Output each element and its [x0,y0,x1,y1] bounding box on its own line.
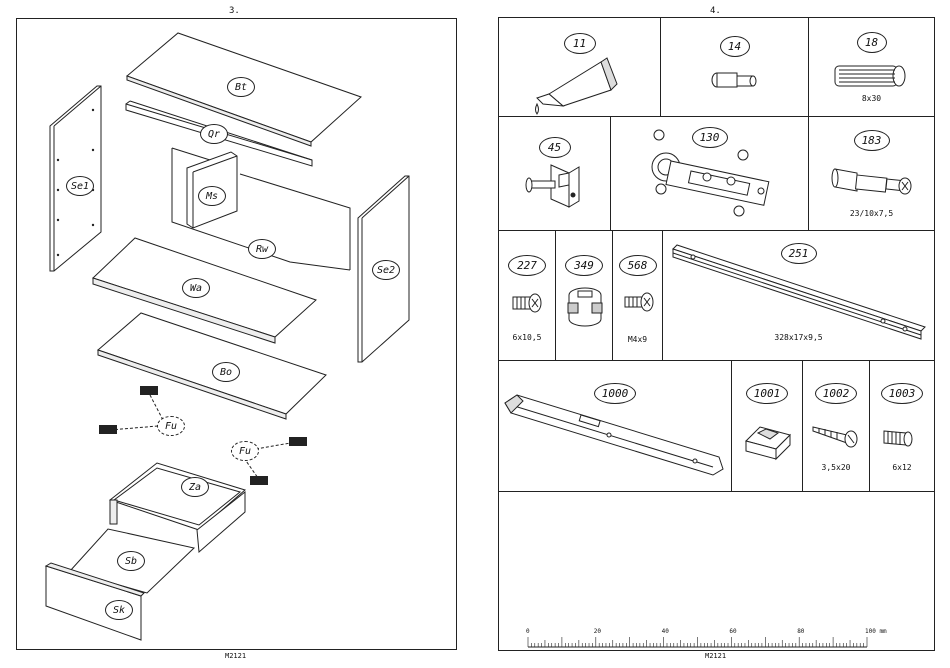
part-label-ms: Ms [198,186,226,206]
part-label-se2: Se2 [372,260,400,280]
hardware-cell-1000: 1000 [498,360,732,492]
part-label-qr: Qr [200,124,228,144]
part-label-se1: Se1 [66,176,94,196]
plug-icon [870,361,936,493]
hardware-size-568: M4x9 [613,335,662,344]
hardware-cell-14: 14 [660,17,809,117]
wood-screw-icon [803,361,871,493]
hardware-cell-1001: 1001 [731,360,803,492]
ruler-label: 40 [662,628,669,635]
drawer-runner-icon [499,361,733,493]
shelf-pin-icon [661,18,810,118]
part-label-bt: Bt [227,77,255,97]
hardware-size-251: 328x17x9,5 [663,333,934,342]
left-page-number: 3. [229,6,240,16]
cam-lock-icon [556,231,614,362]
ruler-label: 0 [526,628,530,635]
hardware-cell-251: 251 328x17x9,5 [662,230,935,361]
screw-icon [499,231,557,362]
part-label-rw: Rw [248,239,276,259]
ruler-label: 20 [594,628,601,635]
wooden-dowel-icon [809,18,936,118]
hardware-cell-45: 45 [498,116,611,231]
part-label-za: Za [181,477,209,497]
part-label-fu-right: Fu [231,441,259,461]
hardware-size-18: 8x30 [809,94,934,103]
left-page-footer-code: M2121 [225,652,246,660]
part-label-sk: Sk [105,600,133,620]
ruler-label: 60 [729,628,736,635]
hardware-cell-18: 18 8x30 [808,17,935,117]
hardware-cell-1002: 1002 3,5x20 [802,360,870,492]
exploded-view-drawing [16,18,457,650]
rail-icon [663,231,936,362]
hardware-cell-183: 183 23/10x7,5 [808,116,935,231]
hardware-size-1003: 6x12 [870,463,934,472]
right-page-footer-code: M2121 [705,652,726,660]
mm-ruler: 0 20 40 60 80 100 mm [498,628,935,651]
ruler-label: 100 mm [865,628,887,635]
hinge-icon [611,117,810,232]
right-page-number: 4. [710,6,721,16]
part-label-wa: Wa [182,278,210,298]
hardware-cell-1003: 1003 6x12 [869,360,935,492]
part-label-sb: Sb [117,551,145,571]
glue-tube-icon [499,18,662,118]
hardware-size-1002: 3,5x20 [803,463,869,472]
ruler-label: 80 [797,628,804,635]
hardware-size-183: 23/10x7,5 [809,209,934,218]
runner-stop-icon [732,361,804,493]
part-label-fu-left: Fu [157,416,185,436]
hardware-cell-568: 568 M4x9 [612,230,663,361]
hardware-cell-227: 227 6x10,5 [498,230,556,361]
hardware-cell-11: 11 [498,17,661,117]
hardware-cell-349: 349 [555,230,613,361]
hardware-cell-130: 130 [610,116,809,231]
hardware-size-227: 6x10,5 [499,333,555,342]
bracket-icon [499,117,612,232]
part-label-bo: Bo [212,362,240,382]
